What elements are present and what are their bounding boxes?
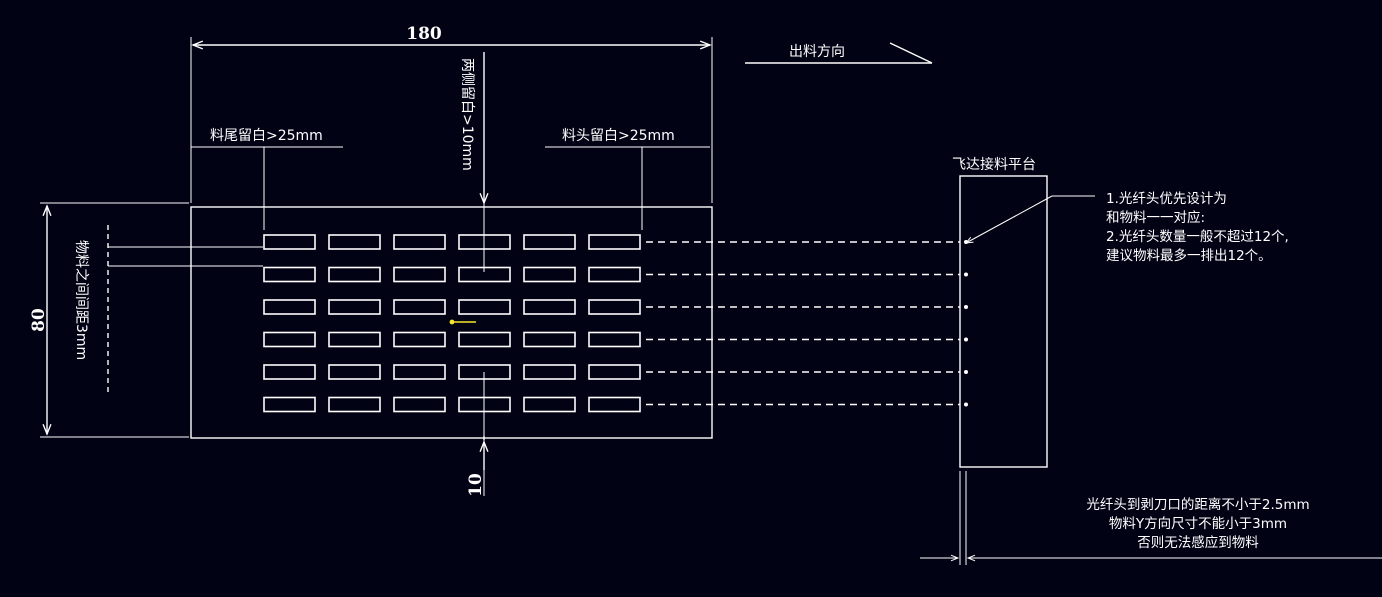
material-spacing-label: 物料之间间距3mm [73, 240, 89, 360]
height-value: 80 [29, 308, 49, 332]
fiber-head-dot [964, 305, 968, 309]
material-cell [458, 331, 511, 348]
material-cell [393, 364, 446, 380]
material-cell [523, 396, 576, 413]
material-cell [263, 234, 316, 250]
material-cell [263, 299, 316, 315]
bottom-gap-dimension: 10 [466, 372, 486, 497]
material-cell [328, 299, 381, 315]
material-cell [588, 234, 641, 250]
fiber-head-dot [964, 370, 968, 374]
material-cell [523, 299, 576, 315]
material-cell [393, 234, 446, 250]
sensing-note-line: 光纤头到剥刀口的距离不小于2.5mm [1086, 497, 1310, 513]
fiber-note-leader [966, 195, 1095, 243]
material-cell [328, 234, 381, 250]
sensing-note-line: 否则无法感应到物料 [1137, 535, 1259, 551]
output-direction: 出料方向 [745, 42, 933, 64]
platform-box [959, 175, 1048, 468]
material-cell [588, 331, 641, 348]
stripping-edge-dimension [920, 471, 1382, 565]
material-cell [523, 331, 576, 348]
platform-label: 飞达接料平台 [952, 156, 1036, 173]
material-cell [458, 299, 511, 315]
material-cell [263, 266, 316, 283]
sensing-note-line: 物料Y方向尺寸不能小于3mm [1108, 516, 1288, 532]
fiber-head-dot [964, 337, 968, 342]
fiber-head-dot [964, 272, 968, 277]
head-margin-label: 料头留白>25mm [562, 128, 675, 144]
material-cell [523, 364, 576, 380]
material-board [190, 206, 713, 439]
head-margin: 料头留白>25mm [545, 128, 710, 230]
fiber-head-dot [964, 402, 968, 407]
material-spacing: 物料之间间距3mm [73, 225, 263, 392]
material-cell [588, 266, 641, 283]
center-mark [449, 319, 476, 325]
material-cell [588, 396, 641, 413]
fiber-note-line: 和物料一一对应: [1106, 210, 1206, 226]
both-sides-margin: 两侧留白>10mm [459, 52, 484, 272]
both-sides-margin-label: 两侧留白>10mm [459, 58, 475, 171]
sensing-note: 光纤头到剥刀口的距离不小于2.5mm 物料Y方向尺寸不能小于3mm 否则无法感应… [1040, 496, 1356, 553]
material-cell [458, 234, 511, 250]
material-cell [588, 299, 641, 315]
material-cell [328, 396, 381, 413]
material-cell [393, 299, 446, 315]
width-dimension: 180 [190, 24, 713, 203]
material-cell [458, 266, 511, 283]
material-cell [393, 266, 446, 283]
bottom-gap-value: 10 [466, 473, 486, 497]
material-cell [328, 364, 381, 380]
material-grid [263, 234, 641, 413]
material-cell [393, 396, 446, 413]
material-cell [263, 364, 316, 380]
material-cell [523, 234, 576, 250]
fiber-note-line: 1.光纤头优先设计为 [1106, 191, 1227, 207]
material-cell [263, 396, 316, 413]
material-cell [263, 331, 316, 348]
fiber-note-line: 2.光纤头数量一般不超过12个, [1106, 229, 1289, 245]
material-cell [328, 266, 381, 283]
material-cell [523, 266, 576, 283]
tail-margin: 料尾留白>25mm [191, 128, 343, 230]
fiber-note-line: 建议物料最多一排出12个。 [1106, 248, 1272, 264]
width-value: 180 [406, 24, 442, 44]
material-cell [588, 364, 641, 380]
output-direction-label: 出料方向 [789, 44, 845, 60]
material-cell [328, 331, 381, 348]
tail-margin-label: 料尾留白>25mm [210, 128, 323, 144]
fiber-design-note: 1.光纤头优先设计为 和物料一一对应: 2.光纤头数量一般不超过12个, 建议物… [1106, 190, 1289, 266]
height-dimension: 80 [29, 202, 189, 438]
material-cell [393, 331, 446, 348]
fiber-sensor-lines [646, 240, 968, 407]
feeder-platform: 飞达接料平台 [952, 156, 1048, 468]
